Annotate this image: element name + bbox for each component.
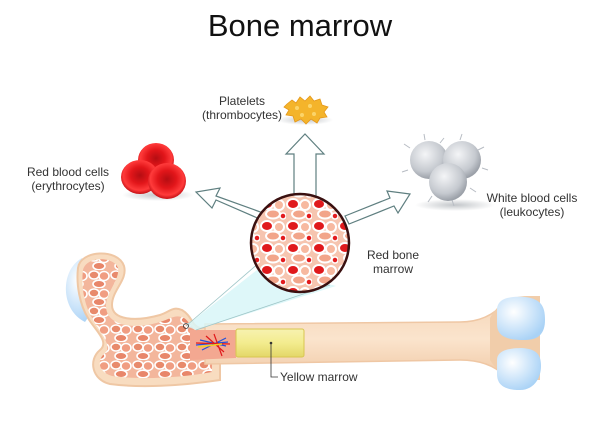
yellow-marrow-leader [270, 344, 278, 378]
cartilage-right-bottom [497, 348, 541, 390]
white-blood-cells-illustration [401, 133, 495, 211]
label-platelets: Platelets (thrombocytes) [201, 94, 283, 122]
label-yellow-marrow: Yellow marrow [280, 370, 358, 384]
label-red-bone-marrow: Red bone marrow [366, 248, 420, 276]
arrow-left-icon [194, 187, 267, 221]
red-blood-cells-illustration [121, 143, 194, 201]
long-bone [65, 252, 545, 390]
platelets-illustration [277, 95, 333, 125]
arrow-up-icon [284, 133, 326, 201]
red-bone-marrow-magnified [249, 192, 351, 294]
cartilage-right-top [497, 296, 545, 340]
diagram-title: Bone marrow [207, 8, 393, 43]
label-red-blood-cells: Red blood cells (erythrocytes) [26, 165, 110, 193]
arrow-right-icon [344, 190, 412, 225]
label-white-blood-cells: White blood cells (leukocytes) [486, 191, 578, 219]
arrows [194, 133, 412, 225]
